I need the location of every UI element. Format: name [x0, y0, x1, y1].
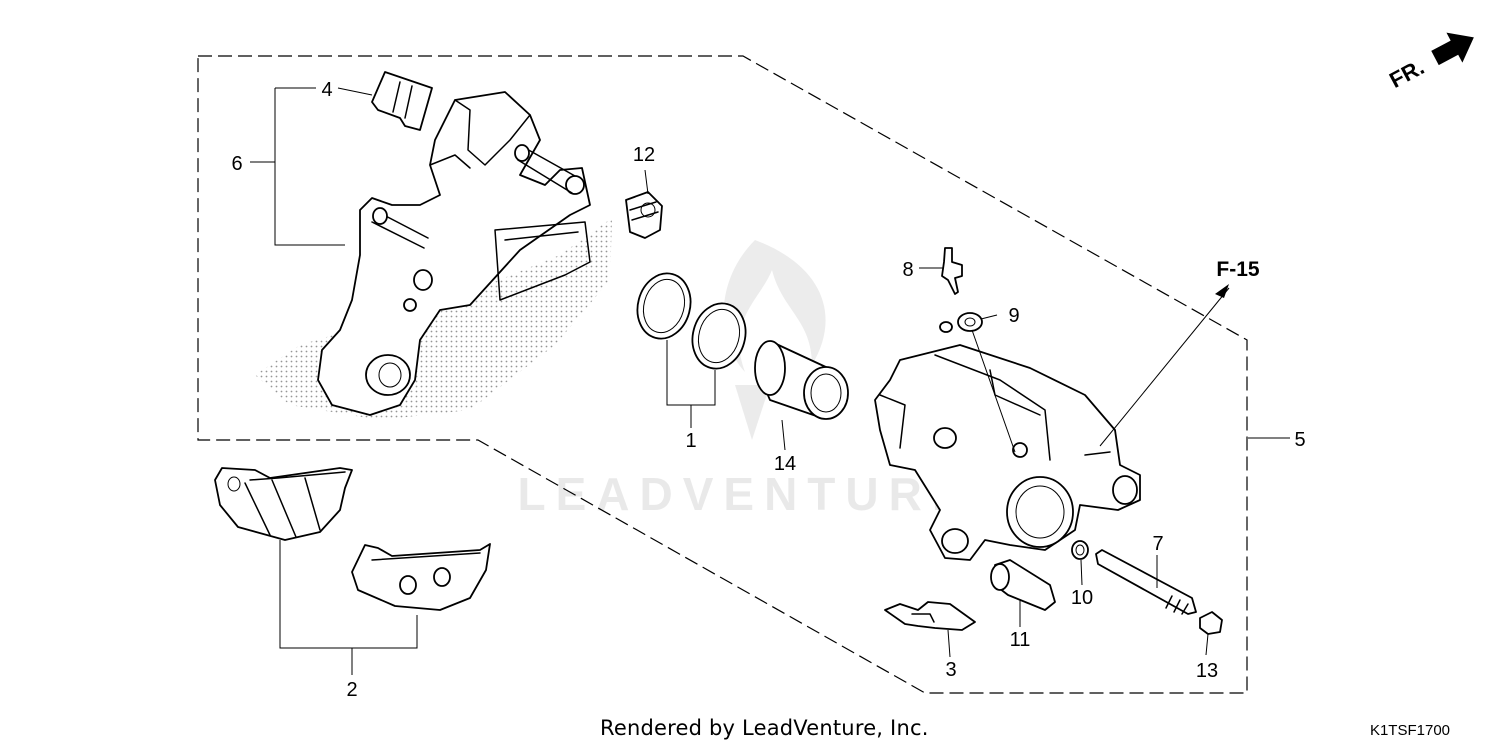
o-ring-10-inner [1075, 544, 1085, 556]
callout-14: 14 [774, 453, 796, 475]
reference-arrowhead [1215, 284, 1229, 298]
watermark-text: LEADVENTURE [517, 468, 972, 520]
callout-4: 4 [321, 79, 332, 101]
leadventure-flame-logo [723, 240, 826, 372]
callout-10: 10 [1071, 587, 1093, 609]
callout-7: 7 [1152, 533, 1163, 555]
callout-8: 8 [902, 259, 913, 281]
piston-seals [636, 272, 747, 370]
callout-5: 5 [1294, 429, 1305, 451]
bleeder-screw-8 [941, 247, 963, 295]
callout-6: 6 [231, 153, 242, 175]
reference-label: F-15 [1216, 258, 1260, 281]
watermark: LEADVENTURE [517, 240, 972, 520]
bleeder-cap-12 [625, 191, 663, 239]
callout-3: 3 [945, 659, 956, 681]
callout-9: 9 [1008, 305, 1019, 327]
callout-labels: 1 2 3 4 5 6 7 8 9 10 11 12 13 14 [231, 79, 1305, 701]
caliper-bracket [255, 91, 612, 420]
bleeder-cap-9 [939, 312, 983, 333]
diagram-code: K1TSF1700 [1369, 722, 1450, 739]
assembly-boundary [197, 55, 1248, 694]
o-ring-10 [1071, 540, 1089, 560]
footer-credit: Rendered by LeadVenture, Inc. [600, 716, 929, 740]
footer: Rendered by LeadVenture, Inc. K1TSF1700 [0, 716, 1500, 750]
plug-13 [1199, 611, 1223, 635]
pad-retainer-3 [884, 601, 976, 631]
callout-2: 2 [346, 679, 357, 701]
brake-pad-set [214, 467, 491, 611]
callout-11: 11 [1010, 629, 1031, 651]
piston-14 [754, 340, 849, 420]
callout-12: 12 [633, 144, 655, 166]
front-direction-label: FR. [1385, 54, 1428, 93]
callout-13: 13 [1196, 660, 1218, 682]
caliper-body [874, 344, 1141, 561]
caliper-pin-7 [1095, 549, 1197, 615]
front-direction-arrow-icon [1431, 32, 1474, 66]
pin-bolt-11 [990, 559, 1056, 611]
pad-spring-4 [371, 71, 433, 131]
leader-lines [250, 87, 1290, 675]
callout-1: 1 [685, 430, 696, 452]
front-direction-indicator: FR. [1385, 32, 1474, 93]
